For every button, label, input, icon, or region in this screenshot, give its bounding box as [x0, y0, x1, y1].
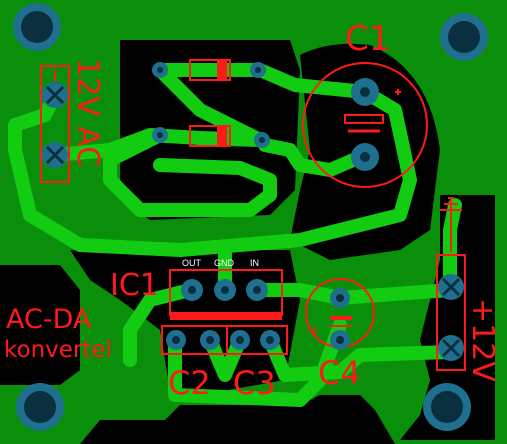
trace-bottom	[168, 318, 347, 407]
mounting-holes	[13, 3, 488, 431]
pad-ic-out	[181, 279, 203, 301]
dc-connector-outline	[436, 254, 466, 371]
trace-ac-loop	[8, 85, 417, 257]
label-12v-ac: 12V AC	[70, 58, 105, 167]
label-out: OUT	[182, 258, 202, 268]
label-c4-plus: +	[308, 324, 320, 340]
pad-c4-plus	[330, 288, 350, 308]
trace-diode-cross	[153, 63, 267, 147]
label-c4: C4	[318, 354, 361, 392]
label-in: IN	[250, 258, 259, 268]
pad-ic-in	[246, 279, 268, 301]
pad-c1-plus	[351, 78, 379, 106]
mount-hole-top-right	[440, 13, 488, 61]
pad-dc2	[438, 335, 464, 361]
pad-d2b	[254, 132, 270, 148]
ac-connector-outline	[40, 65, 70, 183]
c3-outline	[226, 325, 288, 355]
pad-ic-gnd	[214, 279, 236, 301]
label-gnd: GND	[214, 258, 235, 268]
silkscreen	[40, 59, 466, 371]
pad-c4-minus	[330, 330, 350, 350]
pad-d2a	[152, 127, 168, 143]
trace-c4-gnd	[263, 333, 457, 382]
trace-out	[248, 283, 457, 305]
pad-c3b	[260, 330, 280, 350]
label-ac-dc: AC-DA	[6, 304, 92, 335]
label-ic1: IC1	[110, 268, 159, 303]
mount-hole-top-left	[13, 3, 61, 51]
pad-c2a	[166, 330, 186, 350]
label-c3: C3	[233, 364, 276, 402]
diode1-outline	[189, 59, 231, 81]
trace-cap-neg	[258, 138, 372, 177]
label-c2: C2	[168, 364, 211, 402]
pad-ac2	[42, 142, 68, 168]
label-plus-12v: +12V	[465, 298, 500, 382]
pad-c1-minus	[351, 143, 379, 171]
label-c1: C1	[345, 19, 390, 59]
pads	[42, 62, 464, 361]
pad-c3a	[230, 330, 250, 350]
pad-dc1	[438, 274, 464, 300]
pad-d1a	[152, 62, 168, 78]
c1-symbol	[344, 114, 384, 124]
trace-inner-loop	[103, 128, 277, 217]
diode2-outline	[189, 125, 231, 147]
pad-d1b	[250, 62, 266, 78]
c1-outline	[302, 62, 428, 188]
label-konverter: konvertel	[4, 337, 112, 363]
mount-hole-bottom-right	[423, 383, 471, 431]
pad-ac1	[42, 82, 68, 108]
pad-c2b	[200, 330, 220, 350]
trace-c2c3	[203, 333, 247, 382]
mount-hole-bottom-left	[16, 383, 64, 431]
labels: C1 12V AC IC1 OUT GND IN AC-DA konvertel…	[4, 19, 500, 402]
